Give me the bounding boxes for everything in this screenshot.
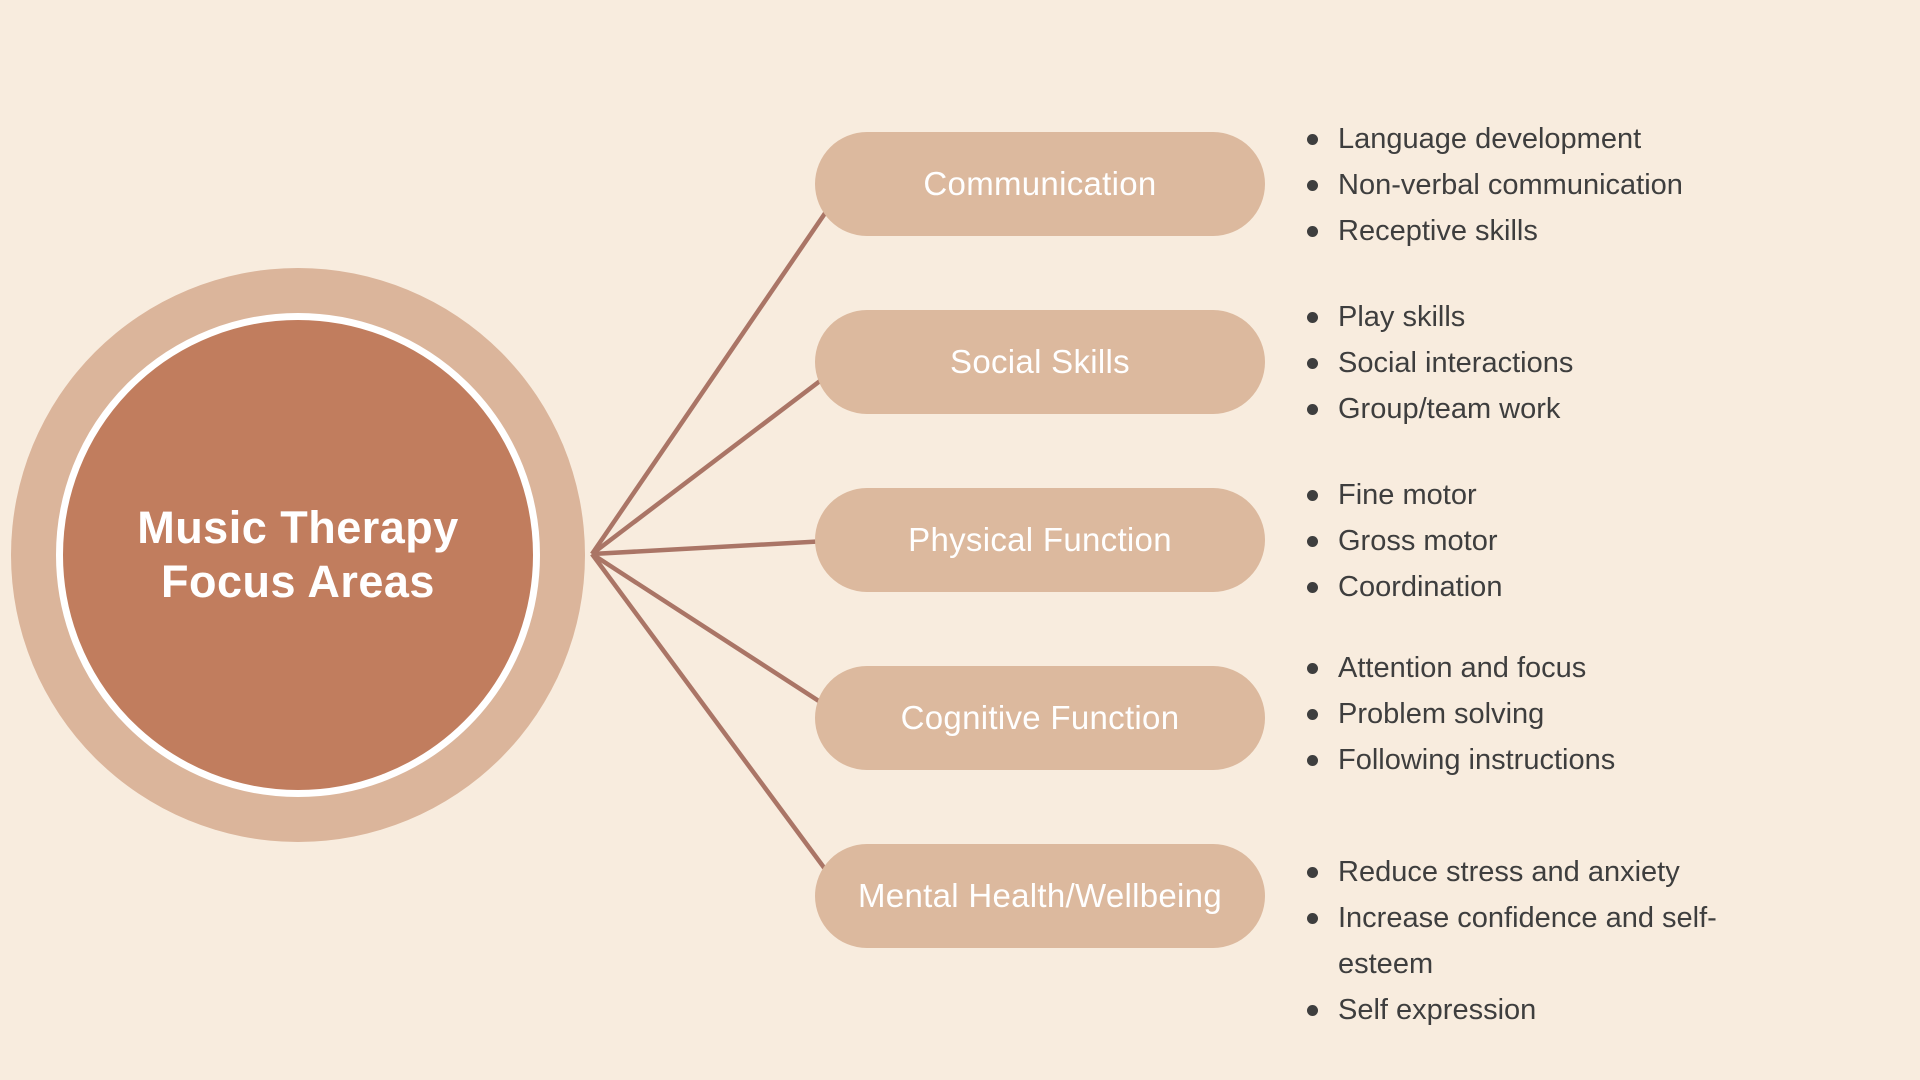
list-item: Following instructions (1302, 737, 1772, 783)
list-item: Coordination (1302, 564, 1772, 610)
bullet-list-cognitive-function: Attention and focus Problem solving Foll… (1302, 645, 1772, 783)
bullet-list-communication: Language development Non-verbal communic… (1302, 116, 1772, 254)
list-item: Gross motor (1302, 518, 1772, 564)
connector-line-mental-health (590, 552, 847, 898)
branch-pill-cognitive-function: Cognitive Function (815, 666, 1265, 770)
list-item: Play skills (1302, 294, 1772, 340)
connector-line-cognitive-function (590, 552, 847, 720)
connector-line-physical-function (591, 537, 846, 557)
list-item: Problem solving (1302, 691, 1772, 737)
branch-pill-communication: Communication (815, 132, 1265, 236)
center-topic: Music Therapy Focus Areas (56, 313, 540, 797)
list-item: Group/team work (1302, 386, 1772, 432)
bullet-list-mental-health: Reduce stress and anxiety Increase confi… (1302, 849, 1772, 1033)
branch-label: Social Skills (950, 343, 1130, 380)
list-item: Attention and focus (1302, 645, 1772, 691)
list-item: Reduce stress and anxiety (1302, 849, 1772, 895)
list-item: Receptive skills (1302, 208, 1772, 254)
list-item: Non-verbal communication (1302, 162, 1772, 208)
branch-pill-physical-function: Physical Function (815, 488, 1265, 592)
connector-line-social-skills (590, 360, 847, 556)
center-topic-title: Music Therapy Focus Areas (137, 501, 459, 609)
branch-label: Mental Health/Wellbeing (858, 877, 1222, 914)
bullet-list-physical-function: Fine motor Gross motor Coordination (1302, 472, 1772, 610)
branch-label: Physical Function (908, 521, 1172, 558)
list-item: Fine motor (1302, 472, 1772, 518)
list-item: Social interactions (1302, 340, 1772, 386)
list-item: Self expression (1302, 987, 1772, 1033)
center-title-line1: Music Therapy (137, 502, 459, 553)
branch-pill-mental-health: Mental Health/Wellbeing (815, 844, 1265, 948)
branch-label: Cognitive Function (900, 699, 1180, 736)
list-item: Language development (1302, 116, 1772, 162)
branch-label: Communication (923, 165, 1157, 202)
list-item: Increase confidence and self-esteem (1302, 895, 1772, 987)
center-title-line2: Focus Areas (161, 556, 435, 607)
bullet-list-social-skills: Play skills Social interactions Group/te… (1302, 294, 1772, 432)
branch-pill-social-skills: Social Skills (815, 310, 1265, 414)
center-topic-ring: Music Therapy Focus Areas (11, 268, 585, 842)
connector-line-communication (590, 182, 847, 556)
